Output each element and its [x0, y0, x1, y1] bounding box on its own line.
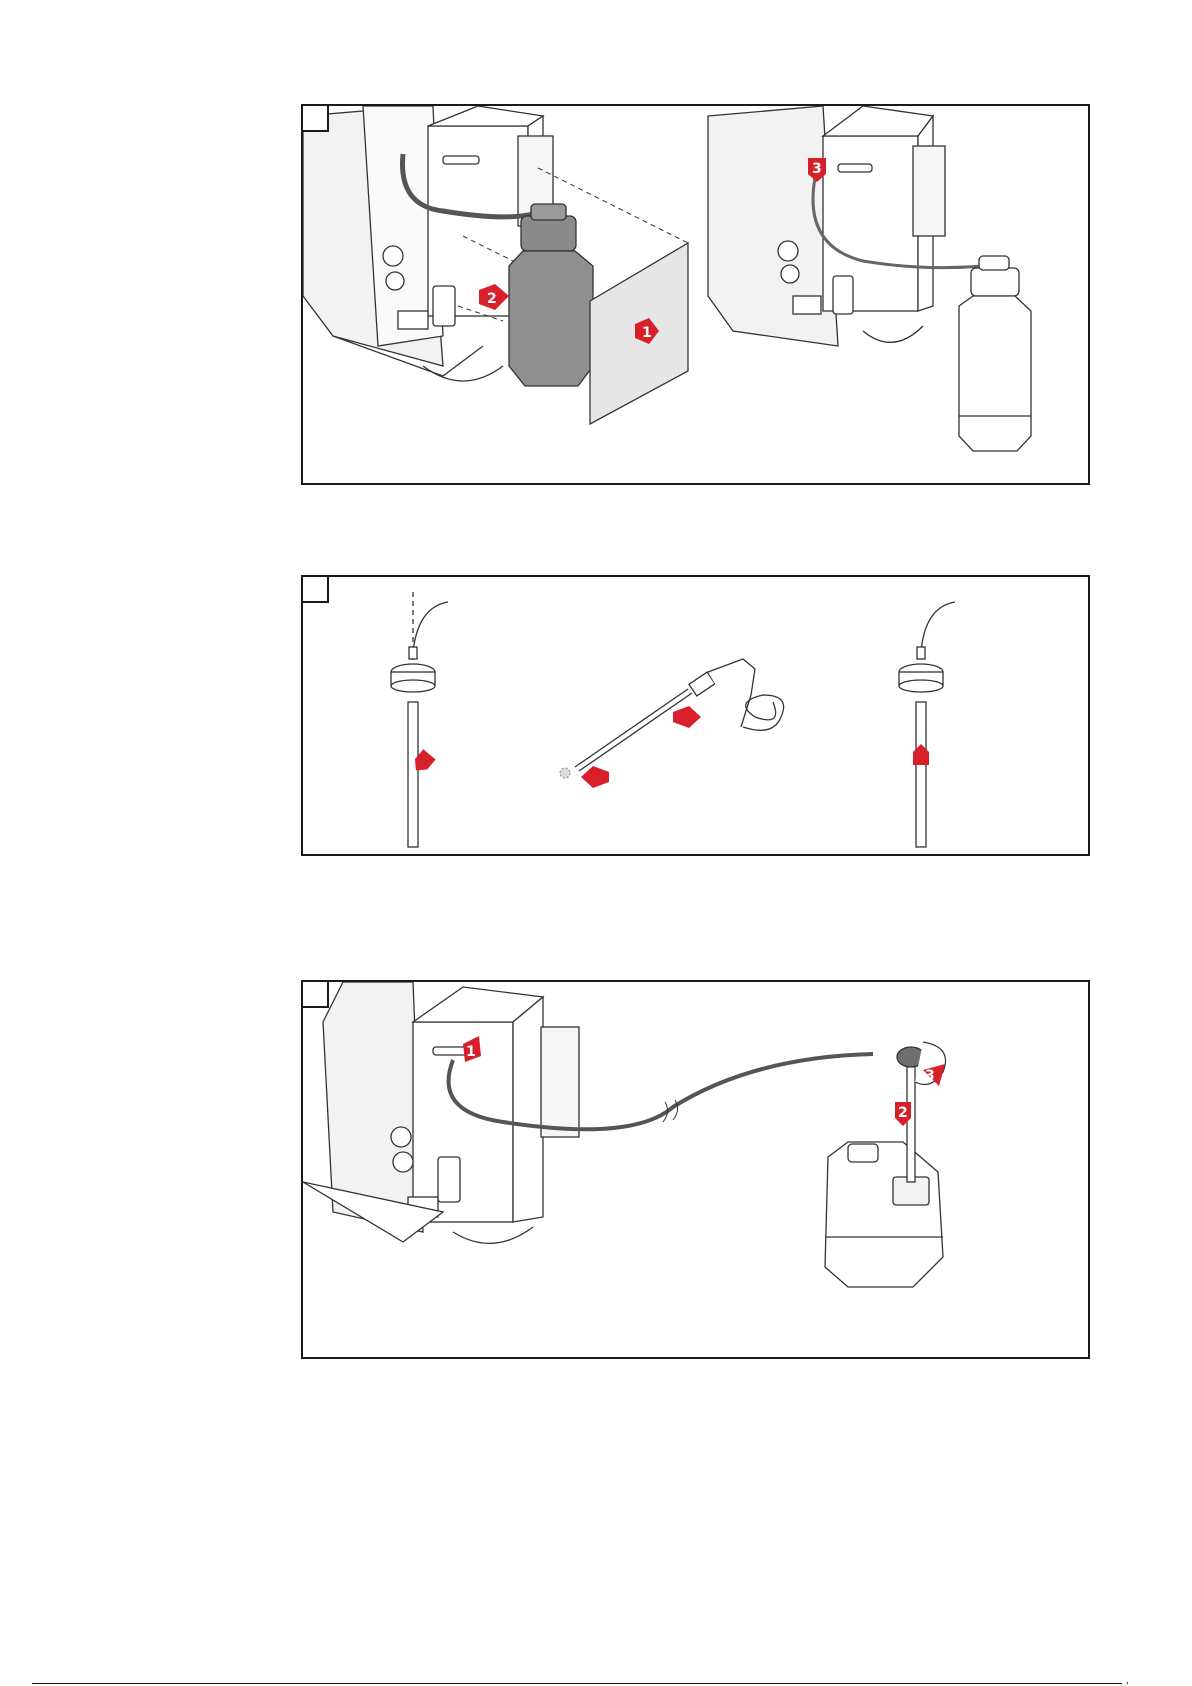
cap-icon-2	[899, 602, 955, 692]
step-number-box	[303, 106, 329, 132]
svg-text:1: 1	[642, 325, 652, 341]
bottle-icon	[509, 204, 593, 386]
svg-text:1: 1	[466, 1044, 476, 1060]
arrow-marker-gun	[673, 706, 701, 728]
bottle-icon-2	[959, 256, 1031, 451]
dip-tube-icon-2	[916, 702, 926, 847]
svg-text:2: 2	[487, 291, 497, 307]
figure-2-clean-tube	[301, 575, 1090, 856]
page-mark: ‚	[1126, 1674, 1128, 1686]
svg-text:3: 3	[925, 1068, 935, 1084]
svg-text:2: 2	[898, 1105, 908, 1121]
svg-text:3: 3	[812, 161, 822, 177]
figure-2-illustration	[303, 577, 1090, 856]
cap-icon	[391, 592, 448, 692]
figure-3-illustration: 1 3 2	[303, 982, 1090, 1359]
figure-3-canister-connection: 1 3 2	[301, 980, 1090, 1359]
figure-1-illustration: 1 2 3	[303, 106, 1090, 485]
compressed-air-gun-icon	[560, 659, 784, 778]
figure-1-remove-bottle: 1 2 3	[301, 104, 1090, 485]
step-number-box	[303, 982, 329, 1008]
dispensing-unit-right	[708, 106, 945, 346]
dispensing-unit	[303, 982, 579, 1243]
dip-tube-icon	[408, 702, 418, 847]
footer-rule	[32, 1683, 1122, 1684]
step-number-box	[303, 577, 329, 603]
arrow-marker-tube	[581, 766, 609, 788]
